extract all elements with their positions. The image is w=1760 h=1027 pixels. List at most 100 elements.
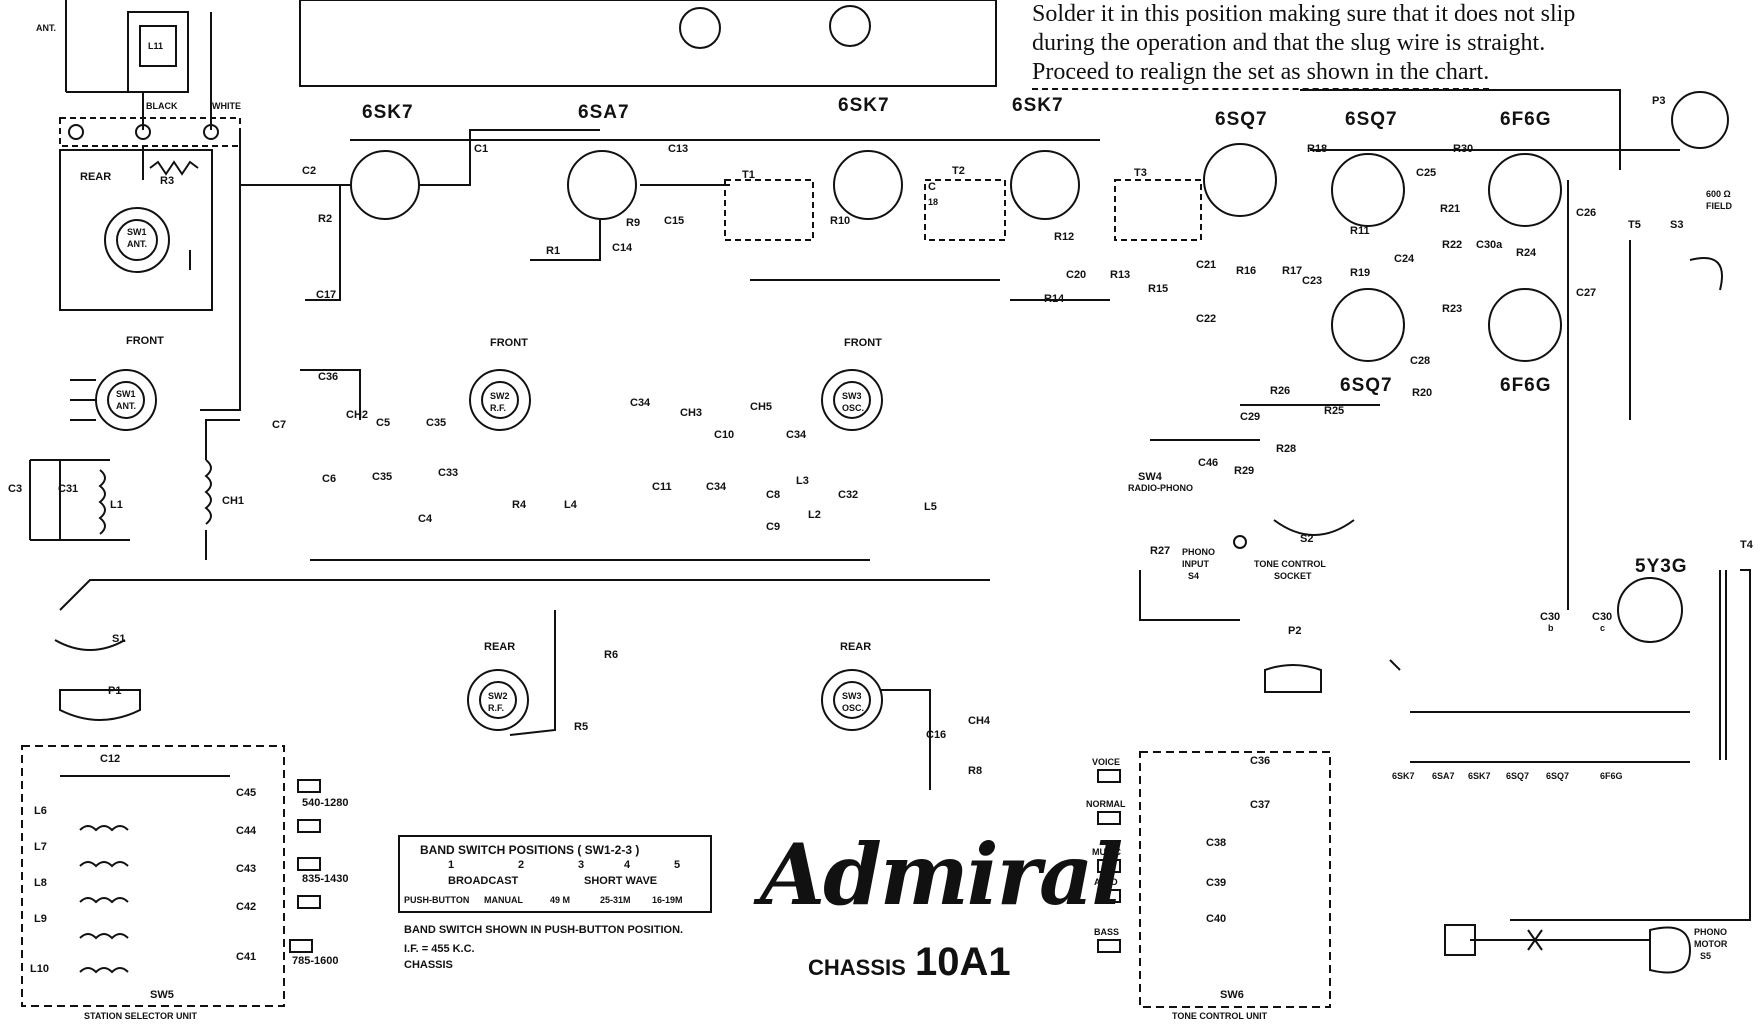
black-label: BLACK xyxy=(146,101,178,111)
c24-label: C24 xyxy=(1394,253,1415,265)
r1-wire xyxy=(530,220,601,261)
t2-label: T2 xyxy=(952,165,965,177)
c15-label: C15 xyxy=(664,215,685,227)
c36-wire xyxy=(300,369,361,420)
l9-label: L9 xyxy=(34,913,47,925)
r19-label: R19 xyxy=(1350,267,1371,279)
sw3-rear-sub: OSC. xyxy=(842,703,865,713)
ch2-label: CH2 xyxy=(346,409,369,421)
s1-bus xyxy=(59,579,990,611)
bass-label: BASS xyxy=(1094,927,1120,937)
inset-socket-b xyxy=(829,5,871,47)
r2-label: R2 xyxy=(318,213,333,225)
p3-label: P3 xyxy=(1652,95,1666,107)
button-5 xyxy=(289,939,313,953)
tube-v2-label: 6SA7 xyxy=(578,102,630,123)
sw5-label: SW5 xyxy=(150,989,174,1001)
sw1-front xyxy=(95,369,157,431)
r15-label: R15 xyxy=(1148,283,1169,295)
phono-motor-label-3: S5 xyxy=(1700,951,1712,961)
l2-label: L2 xyxy=(808,509,821,521)
music-button xyxy=(1097,859,1121,873)
white-label: WHITE xyxy=(212,101,241,111)
sw3-front-label: SW3 xyxy=(842,391,862,401)
pos-4: 4 xyxy=(624,859,631,871)
c30b-sub: b xyxy=(1548,623,1554,633)
freq-3: 785-1600 xyxy=(292,955,339,967)
l9-coil xyxy=(79,933,129,940)
c34-label: C34 xyxy=(630,397,651,409)
note-line-3: Proceed to realign the set as shown in t… xyxy=(1032,58,1490,90)
r30-label: R30 xyxy=(1453,143,1474,155)
t5-label: T5 xyxy=(1628,219,1641,231)
phono-input-label: PHONO xyxy=(1182,547,1216,557)
front-label-3: FRONT xyxy=(844,337,882,349)
r11-label: R11 xyxy=(1350,225,1370,237)
pos-1: 1 xyxy=(448,859,455,871)
r28-label: R28 xyxy=(1276,443,1297,455)
t3-label: T3 xyxy=(1134,167,1147,179)
ch4-wire xyxy=(880,689,931,790)
sw3-rear-label: SW3 xyxy=(842,691,862,701)
l7-coil xyxy=(79,861,129,868)
l1-label: L1 xyxy=(110,499,123,511)
sw1-front-sub: ANT. xyxy=(116,401,136,411)
tube-v2 xyxy=(567,150,637,220)
r5-label: R5 xyxy=(574,721,589,733)
sw1-rear-frame xyxy=(59,149,213,311)
r2-wire xyxy=(305,185,341,301)
c35b-label: C35 xyxy=(372,471,393,483)
phono-input-label-3: S4 xyxy=(1188,571,1200,581)
c28-label: C28 xyxy=(1410,355,1431,367)
phono-input-label-2: INPUT xyxy=(1182,559,1209,569)
r16-label: R16 xyxy=(1236,265,1257,277)
c21-label: C21 xyxy=(1196,259,1217,271)
tone-c36-label: C36 xyxy=(1250,755,1271,767)
s3-label: S3 xyxy=(1670,219,1684,231)
tone-control-frame xyxy=(1139,751,1331,1008)
l10-coil xyxy=(79,967,129,974)
c33-label: C33 xyxy=(438,467,459,479)
c34b-label: C34 xyxy=(786,429,807,441)
terminal-1 xyxy=(68,124,84,140)
alto-button xyxy=(1097,889,1121,903)
mode-4: 25-31M xyxy=(600,895,631,905)
tube-v7-label: 6F6G xyxy=(1500,109,1552,130)
admiral-logo: Admiral xyxy=(760,825,1123,924)
output-bus xyxy=(1300,89,1621,170)
table-title: BAND SWITCH POSITIONS ( SW1-2-3 ) xyxy=(420,843,640,857)
l7-label: L7 xyxy=(34,841,47,853)
l8-label: L8 xyxy=(34,877,47,889)
sw4-sub: RADIO-PHONO xyxy=(1128,483,1193,493)
tube-v1 xyxy=(350,150,420,220)
tube-v6 xyxy=(1331,153,1405,227)
voice-label: VOICE xyxy=(1092,757,1121,767)
normal-label: NORMAL xyxy=(1086,799,1126,809)
t1-transformer xyxy=(724,179,814,241)
p1-plug xyxy=(59,689,141,721)
c35-label: C35 xyxy=(426,417,447,429)
button-4 xyxy=(297,895,321,909)
sw3-front xyxy=(821,369,883,431)
r3-label: R3 xyxy=(160,175,175,187)
v1-plate xyxy=(420,129,600,186)
sw3-rear-inner xyxy=(833,681,871,719)
c32-label: C32 xyxy=(838,489,859,501)
c16-label: C16 xyxy=(926,729,947,741)
r4-label: R4 xyxy=(512,499,527,511)
heater-5: 6SQ7 xyxy=(1546,771,1570,781)
r1-label: R1 xyxy=(546,245,561,257)
tube-v9 xyxy=(1331,288,1405,362)
c31-label: C31 xyxy=(58,483,79,495)
rectifier-label: 5Y3G xyxy=(1635,556,1688,577)
tube-v8 xyxy=(1488,288,1562,362)
s1-label: S1 xyxy=(112,633,126,645)
c36-label: C36 xyxy=(318,371,339,383)
c1-label: C1 xyxy=(474,143,489,155)
switch-x-2 xyxy=(1527,929,1543,951)
chassis-ground-label: CHASSIS xyxy=(404,959,453,971)
r6-label: R6 xyxy=(604,649,619,661)
phono-motor xyxy=(1649,926,1692,974)
rear-label-2: REAR xyxy=(484,641,516,653)
